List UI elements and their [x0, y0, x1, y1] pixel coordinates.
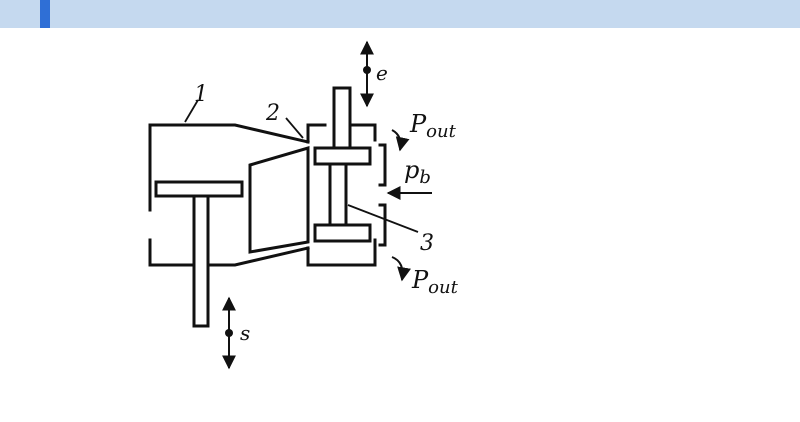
label-part-1: 1	[194, 82, 208, 107]
header-accent	[40, 0, 50, 28]
label-signal-s: s	[240, 321, 250, 345]
signal-s-dot	[225, 329, 233, 337]
p-out-top-arrow	[391, 129, 410, 152]
spool-rod-top	[332, 86, 352, 152]
signal-e-dot	[363, 66, 371, 74]
label-part-3: 3	[420, 231, 434, 256]
leader-1	[184, 99, 199, 123]
label-signal-e: e	[376, 61, 388, 85]
port-bottom-bracket	[378, 203, 387, 247]
port-top-bracket	[378, 143, 387, 187]
piston-stem	[192, 194, 210, 328]
label-p-out-bottom: Pout	[411, 266, 459, 298]
nozzle-trapezoid	[248, 145, 310, 254]
spool-upper-land	[313, 146, 372, 166]
valve-body-top	[306, 123, 327, 144]
spool-lower-land	[313, 223, 372, 243]
valve-body-top-right	[348, 123, 377, 142]
housing-top-wall	[148, 123, 310, 212]
label-p-out-top: Pout	[409, 110, 457, 142]
leader-2	[285, 117, 304, 139]
label-part-2: 2	[265, 101, 280, 126]
label-p-b: pb	[404, 156, 431, 188]
leader-3	[347, 204, 419, 233]
header-bar	[0, 0, 800, 28]
valve-body-bottom	[306, 238, 377, 267]
p-out-bottom-arrow	[391, 256, 411, 282]
diaphragm-disk	[154, 180, 244, 198]
spool-shaft	[328, 162, 348, 228]
